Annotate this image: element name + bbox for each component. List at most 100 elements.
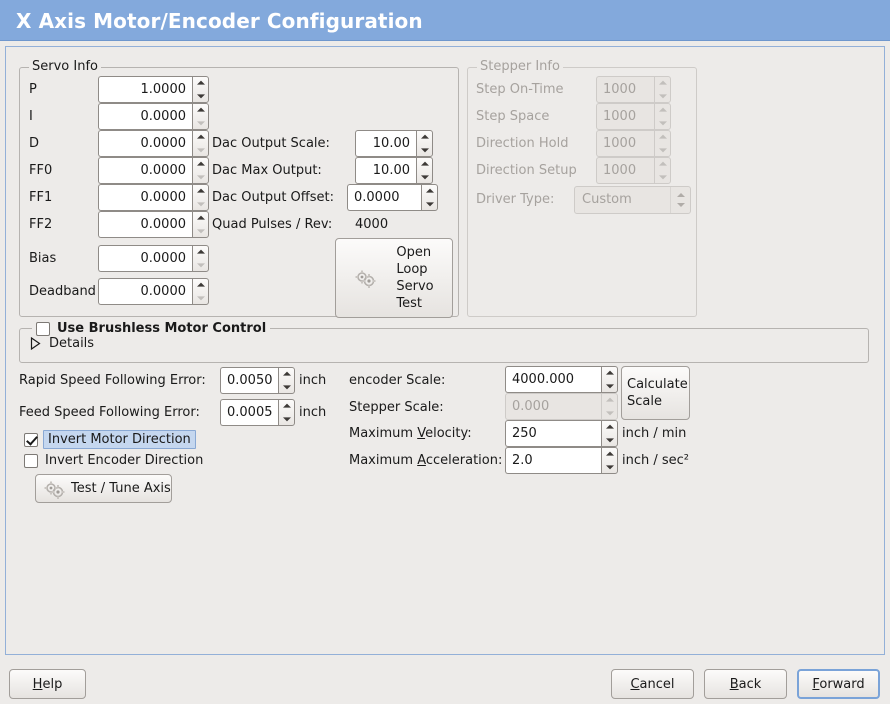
back-button[interactable]: Back	[704, 669, 787, 699]
servo-field-i[interactable]: 0.0000	[98, 103, 209, 130]
spin-down-icon[interactable]	[602, 461, 617, 474]
forward-button[interactable]: Forward	[797, 669, 880, 699]
maximum-velocity-value[interactable]: 250	[505, 420, 601, 447]
spin-down-icon[interactable]	[193, 117, 208, 130]
dac-max-output-field[interactable]: 10.00	[355, 157, 433, 184]
spin-down-icon[interactable]	[193, 171, 208, 184]
spin-down-icon[interactable]	[193, 90, 208, 103]
checkbox-box[interactable]	[36, 321, 50, 336]
rapid-speed-following-error-value[interactable]: 0.0050	[220, 367, 278, 394]
direction-hold-value: 1000	[596, 130, 654, 157]
dac-max-output-value[interactable]: 10.00	[355, 157, 416, 184]
feed-speed-following-error-value[interactable]: 0.0005	[220, 399, 278, 426]
spin-up-icon[interactable]	[417, 131, 432, 144]
servo-field-i-spinner[interactable]	[192, 103, 209, 130]
spin-up-icon[interactable]	[193, 279, 208, 292]
servo-field-ff1[interactable]: 0.0000	[98, 184, 209, 211]
servo-field-i-value[interactable]: 0.0000	[98, 103, 192, 130]
servo-field-d-value[interactable]: 0.0000	[98, 130, 192, 157]
servo-field-ff0-value[interactable]: 0.0000	[98, 157, 192, 184]
rapid-speed-following-error-field[interactable]: 0.0050	[220, 367, 295, 394]
spin-up-icon[interactable]	[602, 367, 617, 380]
servo-field-ff0[interactable]: 0.0000	[98, 157, 209, 184]
servo-field-d[interactable]: 0.0000	[98, 130, 209, 157]
checkbox-box[interactable]	[24, 432, 38, 447]
spin-down-icon[interactable]	[602, 380, 617, 393]
spin-down-icon[interactable]	[422, 198, 437, 211]
spin-up-icon[interactable]	[602, 421, 617, 434]
dac-output-scale-value[interactable]: 10.00	[355, 130, 416, 157]
maximum-acceleration-spinner[interactable]	[601, 447, 618, 474]
maximum-velocity-field[interactable]: 250	[505, 420, 618, 447]
spin-up-icon[interactable]	[193, 158, 208, 171]
servo-field-d-spinner[interactable]	[192, 130, 209, 157]
spin-up-icon[interactable]	[193, 246, 208, 259]
invert-encoder-direction-checkbox[interactable]: Invert Encoder Direction	[24, 453, 203, 468]
calculate-scale-button[interactable]: Calculate Scale	[621, 366, 690, 420]
feed-speed-following-error-field[interactable]: 0.0005	[220, 399, 295, 426]
invert-motor-direction-checkbox[interactable]: Invert Motor Direction	[24, 430, 196, 449]
dac-max-output-spinner[interactable]	[416, 157, 433, 184]
feed-speed-spinner[interactable]	[278, 399, 295, 426]
spin-up-icon[interactable]	[193, 212, 208, 225]
spin-down-icon[interactable]	[417, 144, 432, 157]
servo-field-deadband[interactable]: 0.0000	[98, 278, 209, 305]
details-expander[interactable]: Details	[30, 336, 94, 351]
spin-down-icon[interactable]	[279, 381, 294, 394]
max-velocity-label-pre: Maximum	[349, 426, 418, 441]
spin-up-icon[interactable]	[279, 368, 294, 381]
maximum-acceleration-field[interactable]: 2.0	[505, 447, 618, 474]
spin-down-icon[interactable]	[279, 413, 294, 426]
chevron-right-icon[interactable]	[30, 337, 41, 350]
spin-up-icon[interactable]	[193, 77, 208, 90]
spin-up-icon[interactable]	[602, 448, 617, 461]
servo-field-p-spinner[interactable]	[192, 76, 209, 103]
dac-output-offset-spinner[interactable]	[421, 184, 438, 211]
servo-field-bias-value[interactable]: 0.0000	[98, 245, 192, 272]
test-tune-axis-button[interactable]: Test / Tune Axis	[35, 474, 172, 503]
spin-down-icon[interactable]	[193, 225, 208, 238]
checkbox-box[interactable]	[24, 453, 38, 468]
encoder-scale-spinner[interactable]	[601, 366, 618, 393]
cancel-button[interactable]: Cancel	[611, 669, 694, 699]
spin-down-icon[interactable]	[193, 144, 208, 157]
help-button[interactable]: Help	[9, 669, 86, 699]
spin-up-icon[interactable]	[422, 185, 437, 198]
servo-field-ff1-value[interactable]: 0.0000	[98, 184, 192, 211]
servo-field-ff2-spinner[interactable]	[192, 211, 209, 238]
servo-field-ff1-spinner[interactable]	[192, 184, 209, 211]
dac-output-offset-field[interactable]: 0.0000	[347, 184, 438, 211]
rapid-speed-spinner[interactable]	[278, 367, 295, 394]
spin-up-icon[interactable]	[193, 131, 208, 144]
spin-down-icon[interactable]	[193, 198, 208, 211]
spin-up-icon[interactable]	[417, 158, 432, 171]
servo-field-p-value[interactable]: 1.0000	[98, 76, 192, 103]
encoder-scale-value[interactable]: 4000.000	[505, 366, 601, 393]
spin-down-icon[interactable]	[417, 171, 432, 184]
maximum-acceleration-value[interactable]: 2.0	[505, 447, 601, 474]
servo-label-i: I	[29, 109, 33, 124]
use-brushless-motor-control-checkbox[interactable]: Use Brushless Motor Control	[32, 321, 271, 336]
servo-field-deadband-value[interactable]: 0.0000	[98, 278, 192, 305]
encoder-scale-field[interactable]: 4000.000	[505, 366, 618, 393]
dac-output-scale-spinner[interactable]	[416, 130, 433, 157]
maximum-velocity-spinner[interactable]	[601, 420, 618, 447]
open-loop-servo-test-button[interactable]: Open Loop Servo Test	[335, 238, 453, 318]
step-on-time-label: Step On-Time	[476, 82, 564, 97]
spin-up-icon[interactable]	[279, 400, 294, 413]
servo-field-ff2-value[interactable]: 0.0000	[98, 211, 192, 238]
spin-down-icon[interactable]	[602, 434, 617, 447]
servo-field-bias-spinner[interactable]	[192, 245, 209, 272]
dac-output-scale-field[interactable]: 10.00	[355, 130, 433, 157]
servo-field-ff2[interactable]: 0.0000	[98, 211, 209, 238]
servo-field-p[interactable]: 1.0000	[98, 76, 209, 103]
dac-output-offset-value[interactable]: 0.0000	[347, 184, 421, 211]
spin-down-icon[interactable]	[193, 292, 208, 305]
spin-up-icon[interactable]	[193, 185, 208, 198]
spin-up-icon[interactable]	[193, 104, 208, 117]
servo-field-ff0-spinner[interactable]	[192, 157, 209, 184]
feed-speed-following-error-label: Feed Speed Following Error:	[19, 405, 200, 420]
servo-field-bias[interactable]: 0.0000	[98, 245, 209, 272]
servo-field-deadband-spinner[interactable]	[192, 278, 209, 305]
spin-down-icon[interactable]	[193, 259, 208, 272]
